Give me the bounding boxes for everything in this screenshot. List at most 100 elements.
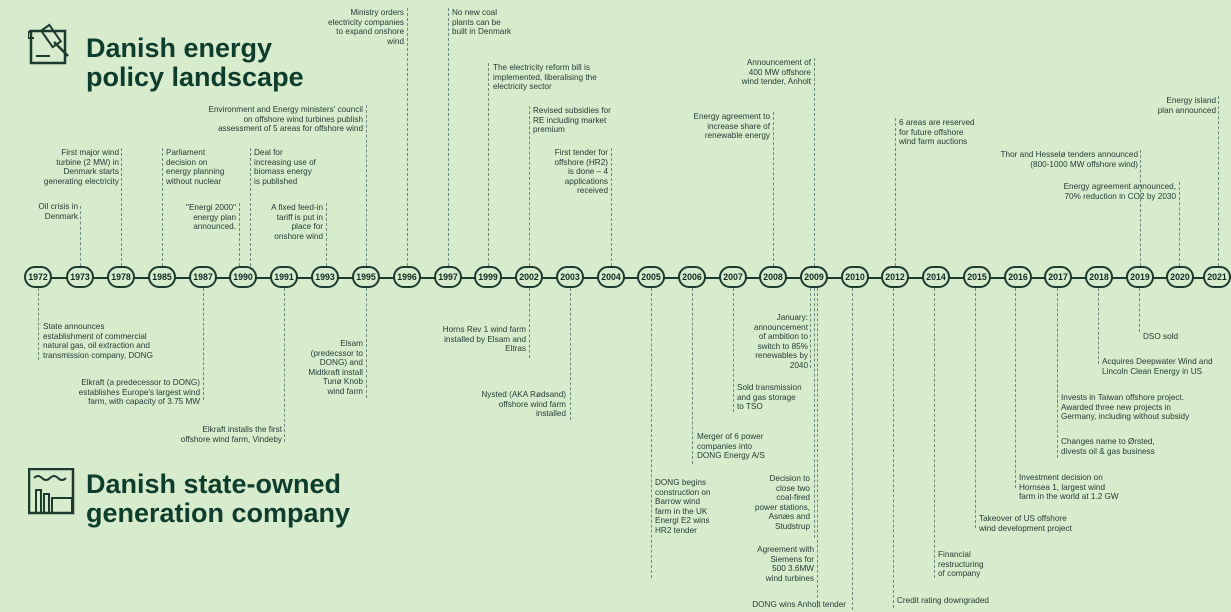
connector: [934, 288, 935, 578]
connector: [284, 288, 285, 442]
connector: [814, 58, 815, 266]
power-plant-icon: [27, 467, 75, 515]
year-2009: 2009: [800, 266, 828, 288]
connector: [203, 288, 204, 400]
connector: [651, 288, 652, 578]
connector: [773, 112, 774, 266]
connector: [692, 288, 693, 464]
policy-event: First tender for offshore (HR2) is done …: [554, 148, 608, 196]
year-1978: 1978: [107, 266, 135, 288]
policy-event: Energy agreement to increase share of re…: [693, 112, 770, 141]
policy-event: Thor and Hesselø tenders announced (800-…: [1000, 150, 1138, 169]
company-event: Nysted (AKA Rødsand) offshore wind farm …: [481, 390, 566, 419]
year-1973: 1973: [66, 266, 94, 288]
year-1990: 1990: [229, 266, 257, 288]
connector: [1015, 288, 1016, 488]
year-1985: 1985: [148, 266, 176, 288]
policy-event: Energy agreement announced, 70% reductio…: [1063, 182, 1176, 201]
year-2015: 2015: [963, 266, 991, 288]
connector: [895, 118, 896, 266]
connector: [570, 288, 571, 420]
company-event: Changes name to Ørsted, divests oil & ga…: [1061, 437, 1155, 456]
year-1991: 1991: [270, 266, 298, 288]
connector: [1140, 150, 1141, 266]
connector: [162, 148, 163, 266]
policy-event: Announcement of 400 MW offshore wind ten…: [741, 58, 811, 87]
policy-event: Ministry orders electricity companies to…: [328, 8, 404, 46]
year-2002: 2002: [515, 266, 543, 288]
gavel-document-icon: [27, 22, 74, 68]
policy-event: Deal for increasing use of biomass energ…: [254, 148, 316, 186]
company-event: Elsam (predecssor to DONG) and Midtkraft…: [308, 339, 363, 396]
connector: [250, 148, 251, 266]
connector: [80, 206, 81, 266]
policy-event: No new coal plants can be built in Denma…: [452, 8, 512, 37]
company-event: January: announcement of ambition to swi…: [753, 313, 808, 370]
year-2014: 2014: [922, 266, 950, 288]
year-1997: 1997: [434, 266, 462, 288]
connector: [407, 8, 408, 266]
company-event: Takeover of US offshore wind development…: [979, 514, 1072, 533]
policy-event: Oil crisis in Denmark: [38, 202, 78, 221]
policy-event: Parliament decision on energy planning w…: [166, 148, 225, 186]
year-2007: 2007: [719, 266, 747, 288]
year-2018: 2018: [1085, 266, 1113, 288]
connector: [1139, 288, 1140, 332]
policy-title: Danish energy policy landscape: [86, 33, 304, 92]
connector: [611, 148, 612, 266]
year-1987: 1987: [189, 266, 217, 288]
connector: [852, 288, 853, 610]
company-event: Merger of 6 power companies into DONG En…: [697, 432, 765, 461]
connector: [239, 203, 240, 266]
policy-event: Energy island plan announced: [1157, 96, 1216, 115]
company-event: Credit rating downgraded: [897, 596, 989, 605]
connector: [814, 288, 815, 538]
company-title: Danish state-owned generation company: [86, 469, 351, 528]
company-event: Decision to close two coal-fired power s…: [754, 474, 810, 531]
connector: [529, 106, 530, 266]
policy-event: 6 areas are reserved for future offshore…: [899, 118, 975, 147]
year-2016: 2016: [1004, 266, 1032, 288]
year-2008: 2008: [759, 266, 787, 288]
year-1972: 1972: [24, 266, 52, 288]
company-event: Elkraft (a predecessor to DONG) establis…: [78, 378, 200, 407]
company-event: Acquires Deepwater Wind and Lincoln Clea…: [1102, 357, 1213, 376]
company-event: Sold transmission and gas storage to TSO: [737, 383, 802, 412]
year-2006: 2006: [678, 266, 706, 288]
policy-event: Revised subsidies for RE including marke…: [533, 106, 611, 135]
year-1996: 1996: [393, 266, 421, 288]
year-2004: 2004: [597, 266, 625, 288]
connector: [529, 288, 530, 358]
connector: [366, 288, 367, 398]
year-2010: 2010: [841, 266, 869, 288]
connector: [1179, 182, 1180, 266]
connector: [975, 288, 976, 528]
year-1999: 1999: [474, 266, 502, 288]
connector: [810, 288, 811, 368]
year-2005: 2005: [637, 266, 665, 288]
timeline-axis: [30, 277, 1220, 279]
company-event: Elkraft installs the first offshore wind…: [180, 425, 282, 444]
connector: [817, 288, 818, 608]
connector: [448, 8, 449, 266]
company-event: Invests in Taiwan offshore project. Awar…: [1061, 393, 1190, 422]
year-2003: 2003: [556, 266, 584, 288]
company-event: Horns Rev 1 wind farm installed by Elsam…: [442, 325, 526, 354]
connector: [38, 288, 39, 360]
policy-event: The electricity reform bill is implement…: [493, 63, 597, 92]
year-2019: 2019: [1126, 266, 1154, 288]
policy-event: First major wind turbine (2 MW) in Denma…: [43, 148, 119, 186]
policy-event: Environment and Energy ministers' counci…: [208, 105, 363, 134]
connector: [893, 288, 894, 608]
connector: [1218, 96, 1219, 266]
connector: [366, 105, 367, 266]
company-event: State announces establishment of commerc…: [43, 322, 153, 360]
policy-event: A fixed feed-in tariff is put in place f…: [271, 203, 323, 241]
connector: [733, 288, 734, 412]
company-event: Financial restructuring of company: [938, 550, 984, 579]
company-event: Investment decision on Hornsea 1, larges…: [1019, 473, 1119, 502]
policy-event: "Energi 2000" energy plan announced.: [186, 203, 236, 232]
connector: [1057, 288, 1058, 403]
connector: [1098, 288, 1099, 364]
